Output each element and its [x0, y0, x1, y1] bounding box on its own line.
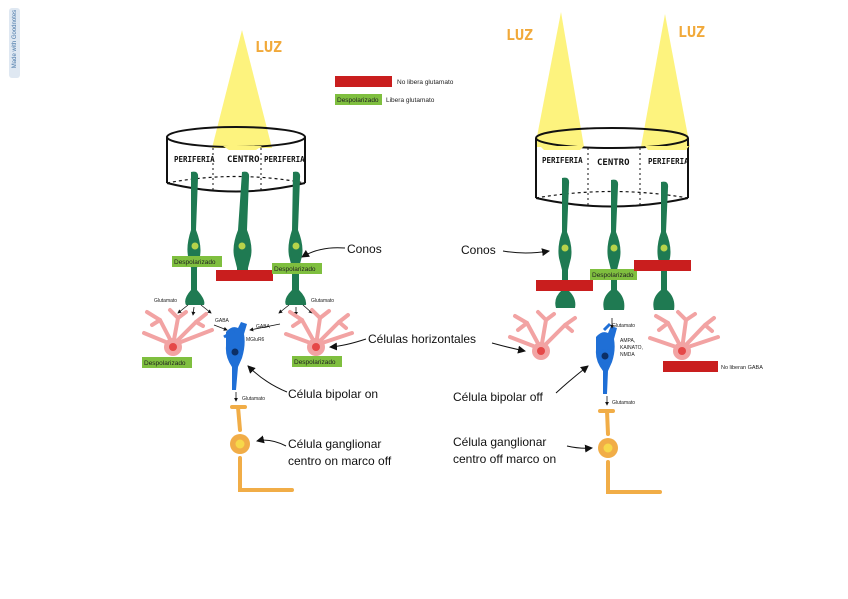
right-light-beam-right [641, 14, 690, 147]
left-gaba-left: GABA [215, 318, 230, 324]
left-hc-1-label: Despolarizado [144, 360, 186, 367]
left-panel: LUZ PERIFERIA CENTRO PERIFERIA [142, 30, 476, 492]
right-receptor-1: AMPA, [620, 338, 635, 344]
left-cone-2-label [216, 270, 273, 281]
right-cone-2-label: Despolarizado [592, 272, 634, 279]
right-bipolar-label: Célula bipolar off [453, 390, 544, 404]
left-ganglionar-line2: centro on marco off [288, 454, 392, 468]
left-cone-1 [185, 171, 205, 305]
left-horizontales-label: Células horizontales [368, 332, 476, 346]
left-horizontales-arrow [329, 338, 367, 351]
right-light-beam-left [535, 12, 584, 147]
right-ganglion-cell [598, 409, 662, 494]
right-ganglionar-line1: Célula ganglionar [453, 435, 546, 449]
left-receptor-label: MGluR6 [246, 337, 265, 343]
left-cone-2 [233, 171, 252, 276]
legend-green-desc: Libera glutamato [386, 97, 435, 104]
left-bipolar-cell [223, 322, 247, 390]
left-glutamato-bipolar: Glutamato [242, 396, 265, 402]
left-glutamato-left: Glutamato [154, 298, 177, 304]
legend-red-desc: No libera glutamato [397, 79, 454, 86]
left-periferia-left: PERIFERIA [174, 155, 215, 164]
right-panel: LUZ LUZ PERIFERIA CENTRO PERIFERIA [453, 12, 763, 494]
left-ganglionar-line1: Célula ganglionar [288, 437, 381, 451]
right-cone-3-label [634, 260, 691, 271]
left-light-beam-top [223, 146, 262, 150]
left-hc-2-label: Despolarizado [294, 359, 336, 366]
right-glutamato-bipolar: Glutamato [612, 400, 635, 406]
right-glutamato-label: Glutamato [612, 323, 635, 329]
left-conos-label: Conos [347, 242, 382, 256]
right-cone-1-label [536, 280, 593, 291]
left-cone-3-label: Despolarizado [274, 266, 316, 273]
left-centro: CENTRO [227, 155, 260, 165]
right-periferia-right: PERIFERIA [648, 157, 689, 166]
right-periferia-left: PERIFERIA [542, 156, 583, 165]
right-receptor-3: NMDA [620, 352, 635, 358]
right-horizontales-arrow [491, 342, 526, 354]
left-cone-1-label: Despolarizado [174, 259, 216, 266]
left-glutamato-right: Glutamato [311, 298, 334, 304]
right-hc-2-desc: No liberan GABA [721, 365, 763, 371]
right-light-beam-left-top [540, 146, 584, 150]
left-bipolar-label: Célula bipolar on [288, 387, 378, 401]
goodnotes-tab[interactable]: Made with Goodnotes [9, 8, 20, 78]
legend-green-label: Despolarizado [337, 97, 379, 104]
right-receptor-2: KAINATO, [620, 345, 643, 351]
right-conos-label: Conos [461, 243, 496, 257]
right-luz-right: LUZ [678, 23, 705, 41]
legend: No libera glutamato Despolarizado Libera… [335, 76, 454, 105]
right-cone-2 [603, 179, 625, 310]
left-luz-label: LUZ [255, 38, 282, 56]
left-bipolar-arrow [247, 365, 288, 393]
right-conos-arrow [502, 248, 550, 257]
left-ganglionar-arrow [256, 435, 287, 447]
left-ganglion-cell [230, 405, 294, 492]
right-bipolar-arrow [555, 365, 589, 394]
right-centro: CENTRO [597, 158, 630, 168]
right-luz-left: LUZ [506, 26, 533, 44]
legend-red-swatch [335, 76, 392, 87]
legend-green-swatch [335, 94, 382, 105]
right-horizontal-cell-1 [508, 310, 577, 351]
right-light-beam-right-top [645, 146, 689, 150]
right-hc-2-label [663, 361, 718, 372]
right-cone-1 [555, 177, 576, 308]
left-periferia-right: PERIFERIA [264, 155, 305, 164]
left-light-beam [212, 30, 272, 148]
right-cone-3 [653, 181, 675, 310]
right-ganglionar-line2: centro off marco on [453, 452, 556, 466]
left-conos-arrow [301, 247, 346, 258]
right-bipolar-cell [595, 322, 617, 394]
right-ganglionar-arrow [566, 444, 593, 453]
left-cone-3 [285, 171, 307, 305]
